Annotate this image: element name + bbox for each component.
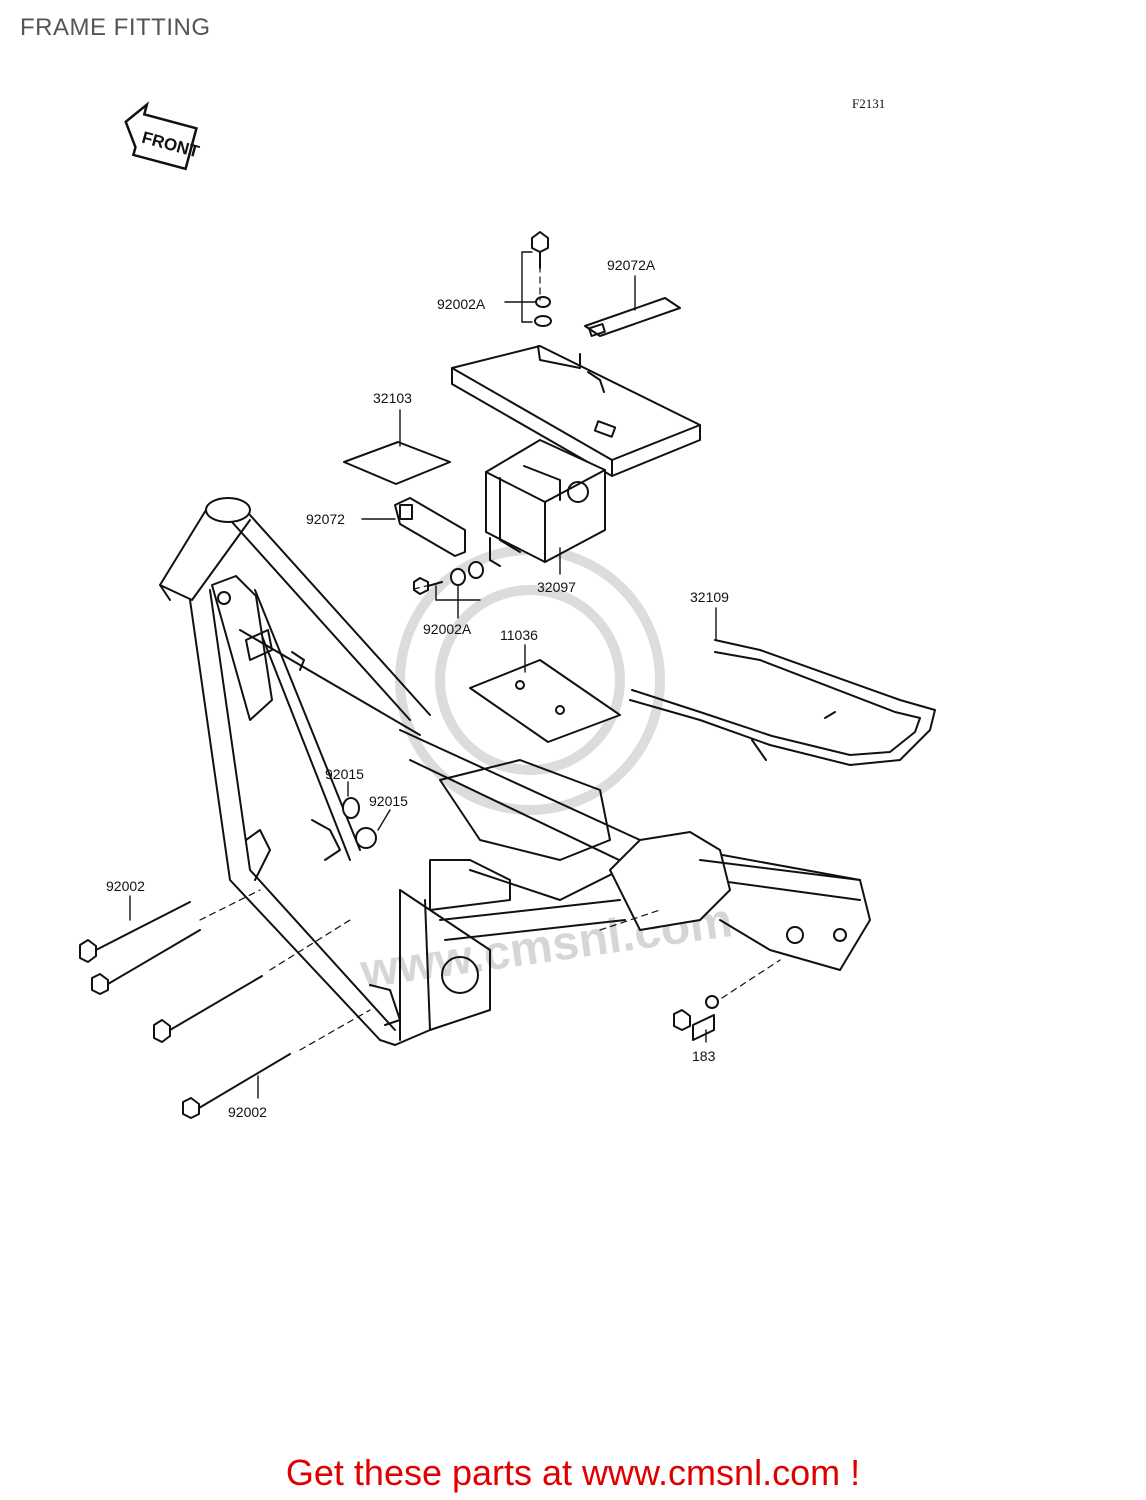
rubber-pad	[343, 441, 451, 485]
damper-lower	[355, 827, 377, 849]
engine-bolt-3	[153, 975, 263, 1043]
bolt-183	[673, 995, 719, 1041]
label-92002-bottom: 92002	[228, 1104, 267, 1120]
rear-frame-loop	[629, 639, 936, 766]
label-32097: 32097	[537, 579, 576, 595]
battery-tray	[451, 345, 701, 477]
label-92002-left: 92002	[106, 878, 145, 894]
label-92015-a: 92015	[325, 766, 364, 782]
front-arrow-icon: FRONT	[124, 101, 202, 171]
page-title: FRAME FITTING	[20, 14, 211, 41]
label-92072: 92072	[306, 511, 345, 527]
label-32103: 32103	[373, 390, 412, 406]
label-32109: 32109	[690, 589, 729, 605]
battery-strap-top	[584, 297, 681, 337]
battery-bolt-top	[531, 231, 552, 327]
battery-case	[485, 439, 606, 567]
label-92015-b: 92015	[369, 793, 408, 809]
label-183: 183	[692, 1048, 716, 1064]
battery-strap-side	[394, 497, 466, 557]
label-92002A-mid: 92002A	[423, 621, 472, 637]
label-92072A: 92072A	[607, 257, 656, 273]
figure-code: F2131	[852, 96, 886, 111]
label-92002A-top: 92002A	[437, 296, 486, 312]
label-11036: 11036	[500, 627, 538, 643]
damper-upper	[342, 797, 360, 819]
motorcycle-frame	[159, 497, 871, 1046]
engine-bolt-4	[182, 1053, 291, 1119]
mounting-plate	[469, 659, 621, 743]
battery-bolt-mid	[413, 561, 484, 595]
engine-bolt-1	[79, 901, 191, 963]
engine-bolt-2	[91, 929, 201, 995]
footer-promo-link[interactable]: Get these parts at www.cmsnl.com !	[285, 1452, 861, 1493]
